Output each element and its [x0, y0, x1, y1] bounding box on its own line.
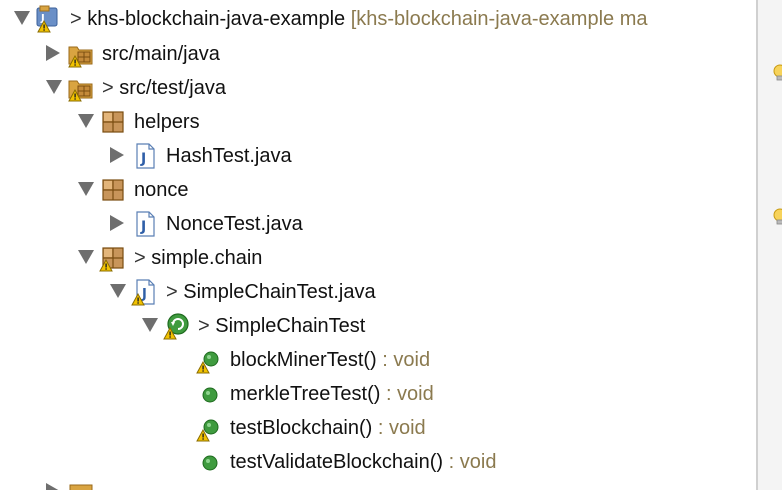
tree-row-class-simplechaintest[interactable]: > SimpleChainTest	[0, 309, 756, 343]
project-tree[interactable]: J > khs-blockchain-java-example [khs-blo…	[0, 0, 756, 490]
public-method-icon	[194, 447, 224, 477]
lightbulb-icon[interactable]	[772, 208, 782, 226]
project-label: > khs-blockchain-java-example [khs-block…	[70, 6, 648, 32]
svg-text:J: J	[40, 13, 45, 24]
package-label: nonce	[134, 179, 189, 201]
expand-arrow-icon[interactable]	[46, 45, 60, 61]
public-method-icon	[194, 345, 224, 375]
method-name: testValidateBlockchain()	[230, 451, 444, 473]
tree-row-method[interactable]: blockMinerTest() : void	[0, 343, 756, 377]
file-name: SimpleChainTest.java	[183, 281, 376, 303]
tree-row-project[interactable]: J > khs-blockchain-java-example [khs-blo…	[0, 2, 756, 36]
tree-row-method[interactable]: testBlockchain() : void	[0, 411, 756, 445]
method-return-type: : void	[372, 417, 426, 439]
dirty-marker: >	[166, 281, 178, 303]
collapse-arrow-icon[interactable]	[110, 284, 126, 298]
src-test-label: > src/test/java	[102, 75, 226, 101]
java-project-icon: J	[34, 4, 64, 34]
package-label: helpers	[134, 111, 200, 133]
src-main-label: src/main/java	[102, 43, 220, 65]
collapse-arrow-icon[interactable]	[78, 114, 94, 128]
java-file-icon: J	[130, 277, 160, 307]
package-icon	[98, 107, 128, 137]
file-label: NonceTest.java	[166, 213, 303, 235]
project-decoration: [khs-blockchain-java-example ma	[350, 8, 648, 30]
tree-row-package-helpers[interactable]: helpers	[0, 105, 756, 139]
public-method-icon	[194, 413, 224, 443]
package-icon	[98, 175, 128, 205]
public-method-icon	[194, 379, 224, 409]
package-icon	[98, 243, 128, 273]
collapse-arrow-icon[interactable]	[46, 80, 62, 94]
collapse-arrow-icon[interactable]	[78, 250, 94, 264]
package-label: > simple.chain	[134, 245, 262, 271]
source-folder-icon	[66, 73, 96, 103]
junit-test-class-icon	[162, 311, 192, 341]
svg-text:J: J	[140, 219, 146, 235]
expand-arrow-icon[interactable]	[110, 215, 124, 231]
tree-row-package-simple-chain[interactable]: > simple.chain	[0, 241, 756, 275]
tree-row-file-hashtest[interactable]: J HashTest.java	[0, 139, 756, 173]
tree-row-file-simplechaintest[interactable]: J > SimpleChainTest.java	[0, 275, 756, 309]
file-label: > SimpleChainTest.java	[166, 279, 376, 305]
lightbulb-icon[interactable]	[772, 64, 782, 82]
method-return-type: : void	[376, 349, 431, 371]
source-folder-icon	[66, 39, 96, 69]
method-label: merkleTreeTest() : void	[230, 381, 434, 407]
class-name: SimpleChainTest	[215, 315, 366, 337]
collapse-arrow-icon[interactable]	[142, 318, 158, 332]
tree-row-method[interactable]: testValidateBlockchain() : void	[0, 445, 756, 479]
package-name: simple.chain	[151, 247, 263, 269]
method-label: blockMinerTest() : void	[230, 347, 430, 373]
dirty-marker: >	[102, 77, 114, 99]
src-test-name: src/test/java	[119, 77, 226, 99]
method-label: testBlockchain() : void	[230, 415, 426, 441]
method-name: testBlockchain()	[230, 417, 373, 439]
method-label: testValidateBlockchain() : void	[230, 449, 496, 475]
dirty-marker: >	[70, 8, 82, 30]
expand-arrow-icon	[46, 483, 60, 490]
method-return-type: : void	[443, 451, 497, 473]
method-return-type: : void	[380, 383, 434, 405]
editor-annotation-ruler	[756, 0, 782, 490]
tree-row-method[interactable]: merkleTreeTest() : void	[0, 377, 756, 411]
tree-row-package-nonce[interactable]: nonce	[0, 173, 756, 207]
class-label: > SimpleChainTest	[198, 313, 365, 339]
library-icon	[66, 483, 96, 490]
collapse-arrow-icon[interactable]	[78, 182, 94, 196]
java-file-icon: J	[130, 141, 160, 171]
dirty-marker: >	[134, 247, 146, 269]
java-file-icon: J	[130, 209, 160, 239]
tree-row-partial	[0, 481, 756, 490]
collapse-arrow-icon[interactable]	[14, 11, 30, 25]
svg-text:J: J	[141, 287, 147, 302]
svg-text:J: J	[140, 151, 146, 167]
file-label: HashTest.java	[166, 145, 292, 167]
method-name: merkleTreeTest()	[230, 383, 381, 405]
tree-row-src-main-java[interactable]: src/main/java	[0, 37, 756, 71]
tree-row-file-noncetest[interactable]: J NonceTest.java	[0, 207, 756, 241]
method-name: blockMinerTest()	[230, 349, 377, 371]
project-name: khs-blockchain-java-example	[87, 8, 346, 30]
tree-row-src-test-java[interactable]: > src/test/java	[0, 71, 756, 105]
dirty-marker: >	[198, 315, 210, 337]
expand-arrow-icon[interactable]	[110, 147, 124, 163]
